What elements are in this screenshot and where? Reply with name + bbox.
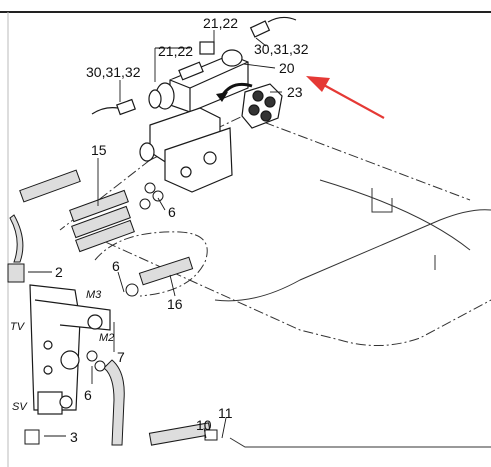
- gasket-pointer-head: [216, 92, 228, 102]
- callout-6-mid: 6: [112, 258, 120, 274]
- callout-2: 2: [55, 264, 63, 280]
- port-label-m3: M3: [86, 289, 102, 301]
- callout-6-lower: 6: [84, 387, 92, 403]
- vertical-hose: [103, 359, 125, 446]
- callout-30-31-32-left: 30,31,32: [86, 64, 141, 80]
- solenoid-sv: [37, 391, 73, 415]
- fittings-6-upper: [139, 182, 164, 210]
- callout-10: 10: [196, 417, 212, 433]
- callout-3: 3: [70, 429, 78, 445]
- main-valve-block: [29, 284, 111, 411]
- valve-assembly-20: [148, 41, 249, 113]
- callout-21-22-left: 21,22: [158, 43, 194, 59]
- callout-6-upper: 6: [168, 204, 176, 220]
- port-label-m2: M2: [99, 332, 115, 344]
- callout-20: 20: [279, 60, 295, 76]
- port-label-sv: SV: [12, 401, 27, 413]
- gasket-plate-23: [241, 83, 283, 129]
- fittings-6-lower: [86, 350, 106, 372]
- port-label-tv: TV: [10, 321, 25, 333]
- plug-connectors: [91, 16, 297, 116]
- hose-16: [125, 256, 194, 297]
- callout-30-31-32-right: 30,31,32: [254, 41, 309, 57]
- manifold-block: [139, 107, 233, 193]
- leader-lines: [28, 30, 282, 439]
- hoses-15: [19, 169, 135, 253]
- callout-16: 16: [167, 296, 183, 312]
- hose-16-loop: [94, 231, 208, 297]
- callout-23: 23: [287, 84, 303, 100]
- callout-11: 11: [218, 405, 233, 421]
- callout-15: 15: [91, 142, 107, 158]
- left-hoses: [7, 214, 25, 283]
- callout-7: 7: [117, 349, 125, 365]
- callout-21-22-top: 21,22: [203, 15, 239, 31]
- platform-solid-edges: [214, 179, 491, 448]
- bottom-parts: [24, 422, 218, 446]
- highlight-arrow: [306, 76, 385, 119]
